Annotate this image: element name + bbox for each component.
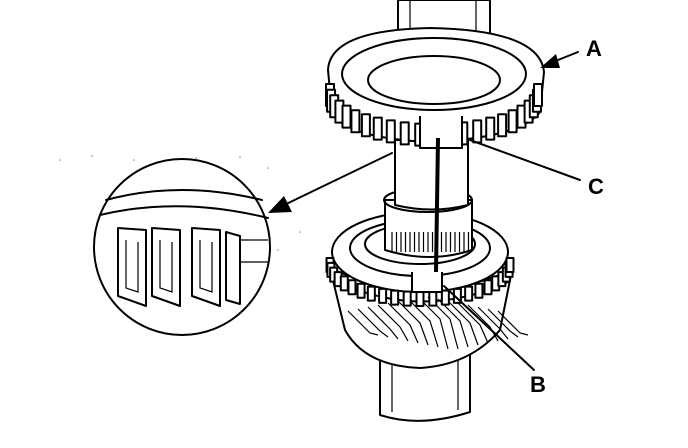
ring-tooth: [339, 275, 349, 292]
detail-magnifier: [93, 158, 271, 336]
alignment-line: [434, 137, 440, 273]
ring-tooth: [485, 116, 496, 141]
callout-a-label: A: [586, 36, 602, 61]
helical-tooth: [387, 302, 419, 344]
ring-tooth: [372, 116, 383, 141]
ring-tooth: [366, 285, 376, 302]
callout-b-label: B: [530, 372, 546, 397]
ring-tooth: [399, 121, 410, 146]
magnifier-arrow: [268, 152, 393, 213]
ring-tooth: [390, 289, 400, 306]
callout-c: C: [469, 139, 604, 199]
ring-tooth: [472, 119, 483, 144]
ring-tooth: [360, 113, 371, 138]
ring-tooth: [440, 289, 450, 306]
ring-tooth: [464, 285, 474, 302]
magnified-tooth: [117, 227, 147, 307]
helical-tooth: [397, 300, 429, 346]
ring-tooth: [483, 279, 493, 296]
scan-specks: [59, 155, 301, 251]
ring-tooth: [474, 282, 484, 299]
magnified-tooth: [151, 227, 181, 307]
ring-tooth: [497, 113, 508, 138]
helical-tooth: [467, 304, 499, 342]
ring-tooth: [505, 257, 515, 273]
magnified-tooth-face: [199, 240, 213, 293]
callout-b: B: [443, 285, 546, 397]
helical-tooth: [477, 306, 509, 340]
magnified-tooth-face: [125, 240, 139, 293]
helical-tooth: [497, 310, 529, 336]
magnified-key: [225, 231, 241, 305]
ring-tooth: [356, 282, 366, 299]
helical-tooth: [417, 296, 449, 350]
ring-tooth: [402, 290, 412, 307]
ring-tooth: [347, 279, 357, 296]
ring-tooth: [350, 109, 361, 134]
ring-tooth: [428, 290, 438, 307]
ring-tooth: [415, 291, 425, 307]
helical-tooth: [367, 306, 399, 340]
callout-a: A: [540, 36, 602, 68]
ring-tooth: [341, 104, 352, 129]
ring-tooth: [533, 83, 543, 107]
magnified-tooth: [191, 227, 221, 307]
helical-tooth: [377, 304, 409, 342]
helical-tooth: [447, 300, 479, 346]
lower-shaft: [379, 349, 471, 422]
ring-tooth: [507, 109, 518, 134]
ring-tooth: [378, 287, 388, 304]
magnified-tooth-face: [159, 240, 173, 293]
ring-tooth: [385, 119, 396, 144]
helical-tooth: [487, 308, 519, 338]
helical-tooth: [457, 302, 489, 344]
callout-c-label: C: [588, 174, 604, 199]
synchro-ring-a: [325, 27, 545, 149]
helical-tooth: [347, 310, 379, 336]
helical-tooth: [437, 298, 469, 348]
helical-tooth: [357, 308, 389, 338]
helical-tooth: [407, 298, 439, 348]
